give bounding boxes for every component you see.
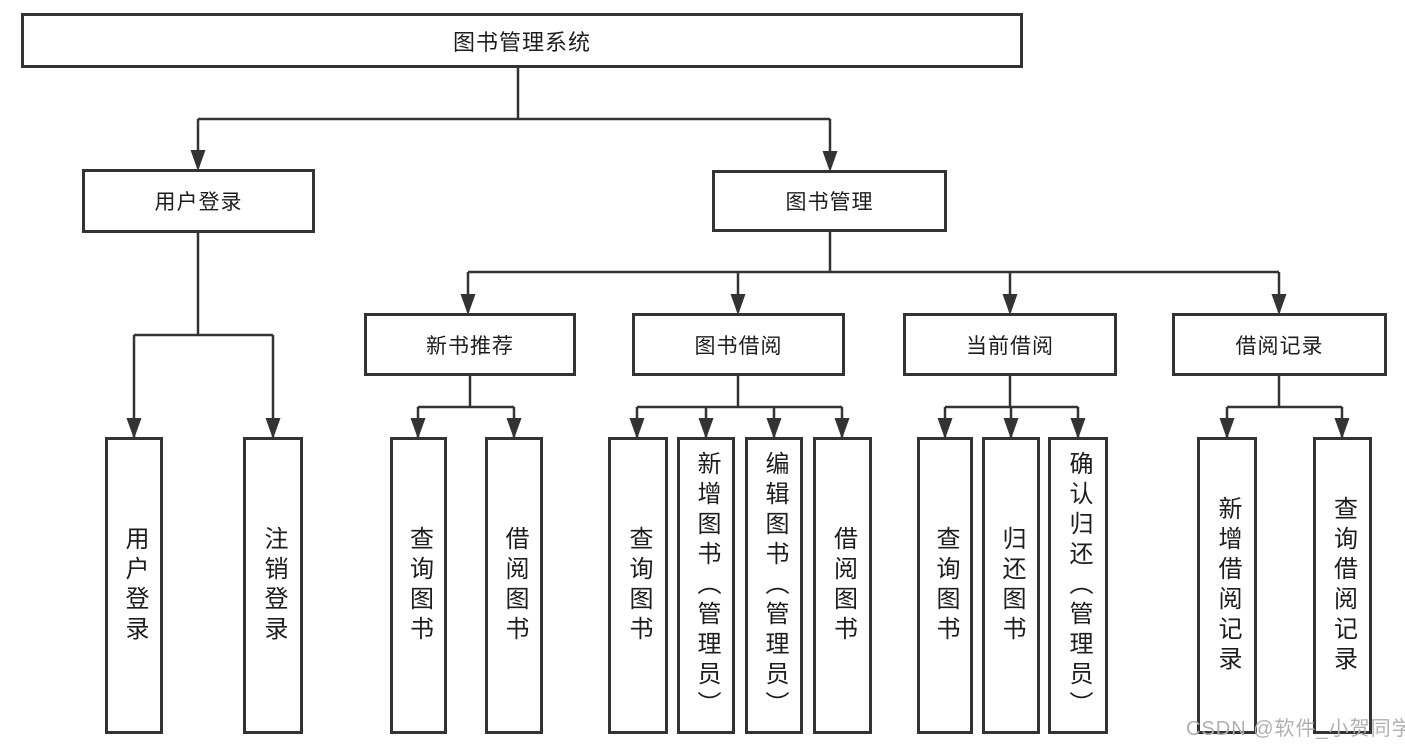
node-book-borrowing: 图书借阅: [632, 313, 845, 376]
node-borrowing-records: 借阅记录: [1172, 313, 1387, 376]
node-leaf-return-book: 归还图书: [982, 437, 1040, 734]
node-leaf-query-borrow-record: 查询借阅记录: [1313, 437, 1372, 734]
node-leaf-logout: 注销登录: [243, 437, 303, 734]
node-leaf-query-books-current: 查询图书: [917, 437, 973, 734]
node-leaf-add-book-admin: 新增图书（管理员）: [677, 437, 735, 734]
node-current-borrowing: 当前借阅: [903, 313, 1117, 376]
node-leaf-borrow-books-recommend: 借阅图书: [485, 437, 543, 734]
node-leaf-query-books-recommend: 查询图书: [390, 437, 447, 734]
csdn-watermark: CSDN @软件_小贺同学: [1186, 718, 1405, 740]
node-library-management-system: 图书管理系统: [21, 13, 1023, 68]
node-user-login: 用户登录: [82, 169, 315, 233]
node-leaf-user-login: 用户登录: [105, 437, 163, 734]
node-new-book-recommendation: 新书推荐: [364, 313, 576, 376]
node-book-management: 图书管理: [712, 170, 947, 232]
node-leaf-confirm-return-admin: 确认归还（管理员）: [1048, 437, 1108, 734]
node-leaf-query-books-borrow: 查询图书: [608, 437, 668, 734]
node-leaf-borrow-books: 借阅图书: [813, 437, 872, 734]
node-leaf-add-borrow-record: 新增借阅记录: [1197, 437, 1257, 734]
node-leaf-edit-book-admin: 编辑图书（管理员）: [745, 437, 803, 734]
